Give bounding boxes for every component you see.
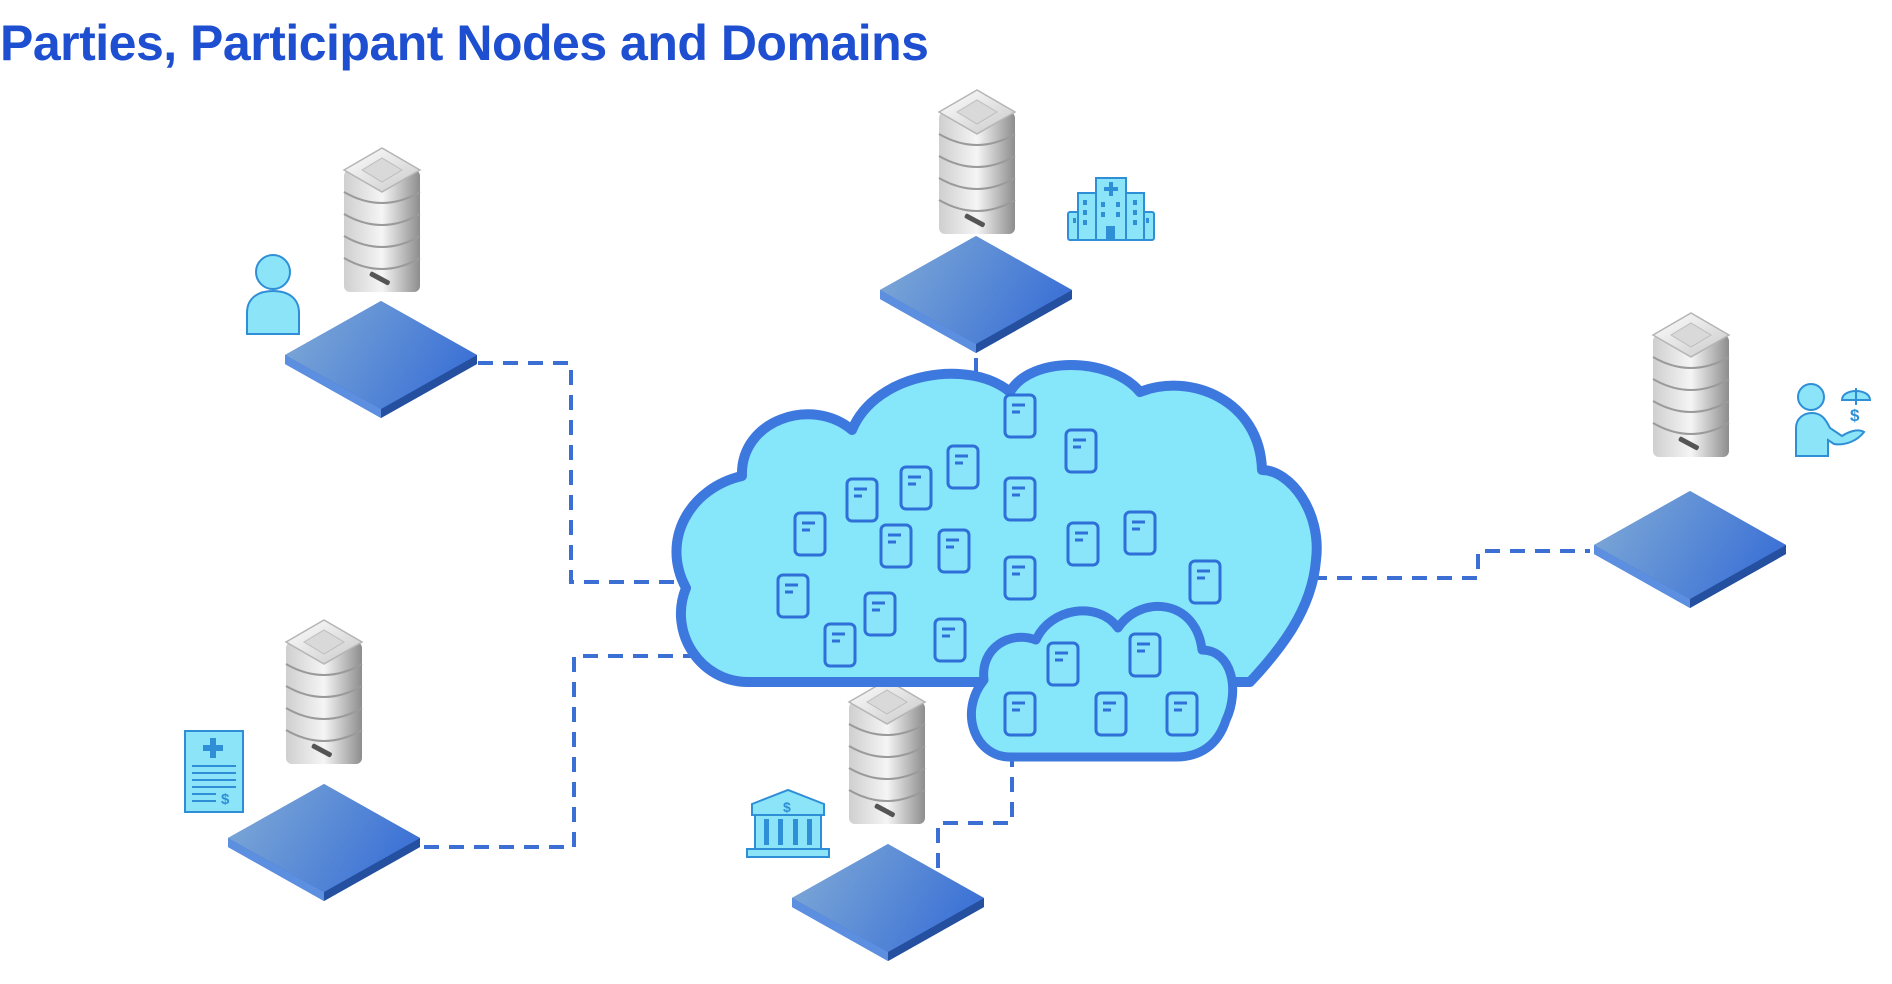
document-icon — [845, 477, 879, 523]
platform-top-left — [285, 301, 477, 418]
person-icon — [246, 254, 300, 335]
insurance-person-icon: $ — [1795, 383, 1872, 457]
connector-right — [1262, 549, 1590, 580]
server-top-center — [938, 89, 1016, 235]
server-right — [1652, 312, 1730, 458]
document-icon — [863, 591, 897, 637]
document-icon — [1003, 393, 1037, 439]
document-icon — [879, 523, 913, 569]
document-icon — [776, 573, 810, 619]
server-bottom-center — [848, 679, 926, 825]
page-title: Parties, Participant Nodes and Domains — [0, 15, 929, 71]
document-icon — [1165, 691, 1199, 737]
document-icon — [1128, 632, 1162, 678]
document-icon — [1064, 428, 1098, 474]
document-icon — [1066, 521, 1100, 567]
connector-top-left — [478, 361, 740, 584]
platform-bottom-left — [228, 784, 420, 901]
document-icon — [1123, 510, 1157, 556]
document-icon — [793, 511, 827, 557]
document-icon — [1046, 641, 1080, 687]
document-icon — [1003, 555, 1037, 601]
document-icon — [1003, 691, 1037, 737]
connectors — [424, 358, 1590, 868]
dollar-symbol: $ — [783, 799, 791, 815]
document-icon — [937, 528, 971, 574]
platform-bottom-center — [792, 844, 984, 961]
document-icon — [1188, 559, 1222, 605]
medical-invoice-icon: $ — [184, 730, 244, 813]
server-top-left — [343, 147, 421, 293]
document-icon — [823, 622, 857, 668]
document-icon — [933, 617, 967, 663]
dollar-symbol: $ — [1850, 406, 1860, 425]
document-icon — [899, 465, 933, 511]
bank-icon: $ — [746, 788, 830, 858]
platform-top-center — [880, 236, 1072, 353]
dollar-symbol: $ — [221, 791, 230, 808]
server-bottom-left — [285, 619, 363, 765]
hospital-icon — [1067, 177, 1155, 241]
document-icon — [1003, 476, 1037, 522]
connector-bottom-left — [424, 654, 765, 849]
platform-right — [1594, 491, 1786, 608]
large-domain-cloud — [671, 360, 1322, 687]
document-icon — [1094, 691, 1128, 737]
connector-bottom-center — [936, 740, 1014, 868]
document-icon — [946, 444, 980, 490]
